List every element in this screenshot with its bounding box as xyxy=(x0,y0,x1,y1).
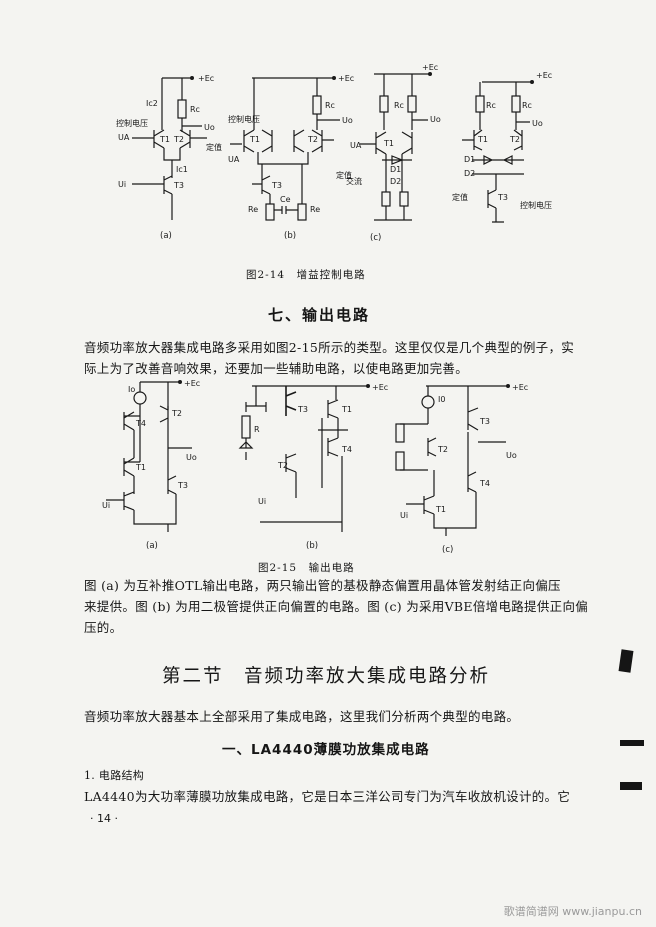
circuit-b: +Ec Rc Uo 控制电压 UA T1 T2 定值 T3 Re Re Ce (… xyxy=(228,74,354,241)
svg-text:T1: T1 xyxy=(383,139,394,148)
svg-text:T3: T3 xyxy=(497,193,508,202)
svg-text:Re: Re xyxy=(310,205,320,214)
svg-text:T1: T1 xyxy=(477,135,488,144)
svg-text:T4: T4 xyxy=(341,445,352,454)
svg-text:Uo: Uo xyxy=(532,119,543,128)
svg-text:(a): (a) xyxy=(160,231,172,241)
svg-text:+Ec: +Ec xyxy=(338,74,354,83)
svg-text:(b): (b) xyxy=(306,541,318,551)
item-1-label: 1. 电路结构 xyxy=(84,769,145,782)
svg-text:Uo: Uo xyxy=(506,451,517,460)
svg-text:定值: 定值 xyxy=(206,142,222,152)
svg-text:Uo: Uo xyxy=(186,453,197,462)
svg-text:Rc: Rc xyxy=(325,101,335,110)
svg-text:+Ec: +Ec xyxy=(512,383,528,392)
svg-text:定值: 定值 xyxy=(336,170,352,180)
svg-text:控制电压: 控制电压 xyxy=(520,200,552,210)
figure-2-15-diagram: +Ec Io T4 T2 T1 Uo T3 Ui (a) +Ec T3 R T1… xyxy=(102,379,528,555)
circuit-15-b: +Ec T3 R T1 T4 T2 Ui (b) xyxy=(238,383,388,551)
svg-text:T3: T3 xyxy=(177,481,188,490)
svg-text:(a): (a) xyxy=(146,541,158,551)
circuit-d: +Ec Rc Rc Uo T1 T2 D1 D2 T3 定值 控制电压 xyxy=(452,71,552,223)
svg-text:T1: T1 xyxy=(341,405,352,414)
label-ec-a: +Ec xyxy=(198,74,214,83)
subsection-one-heading: 一、LA4440薄膜功放集成电路 xyxy=(222,742,430,758)
svg-text:T1: T1 xyxy=(159,135,170,144)
svg-text:I0: I0 xyxy=(438,395,445,404)
section-two-heading: 第二节 音频功率放大集成电路分析 xyxy=(162,666,491,687)
svg-text:Uo: Uo xyxy=(204,123,215,132)
svg-text:Io: Io xyxy=(128,385,135,394)
svg-text:T2: T2 xyxy=(171,409,182,418)
svg-text:+Ec: +Ec xyxy=(422,63,438,72)
svg-text:Rc: Rc xyxy=(190,105,200,114)
svg-text:Ic2: Ic2 xyxy=(146,99,158,108)
svg-text:D2: D2 xyxy=(464,169,475,178)
page-number: · 14 · xyxy=(90,812,118,825)
svg-text:T2: T2 xyxy=(173,135,184,144)
svg-text:D2: D2 xyxy=(390,177,401,186)
svg-text:UA: UA xyxy=(118,133,130,142)
svg-text:T4: T4 xyxy=(479,479,490,488)
figure-2-14-diagram: +Ec Rc Ic2 Uo 控制电压 UA T1 T2 定值 Ic1 T3 Ui… xyxy=(116,63,552,243)
svg-text:T1: T1 xyxy=(435,505,446,514)
svg-text:Re: Re xyxy=(248,205,258,214)
svg-text:(b): (b) xyxy=(284,231,296,241)
svg-text:+Ec: +Ec xyxy=(184,379,200,388)
svg-text:定值: 定值 xyxy=(452,192,468,202)
svg-text:UA: UA xyxy=(350,141,362,150)
svg-text:Uo: Uo xyxy=(430,115,441,124)
svg-text:D1: D1 xyxy=(390,165,401,174)
section-seven-heading: 七、输出电路 xyxy=(268,306,371,324)
svg-text:Ui: Ui xyxy=(102,501,110,510)
circuit-15-c: +Ec I0 T3 T2 T4 Uo Ui T1 (c) xyxy=(395,383,528,555)
svg-text:+Ec: +Ec xyxy=(372,383,388,392)
svg-text:T1: T1 xyxy=(135,463,146,472)
paragraph-4-line-1: LA4440为大功率薄膜功放集成电路，它是日本三洋公司专门为汽车收放机设计的。它 xyxy=(84,789,571,804)
svg-text:T2: T2 xyxy=(277,461,288,470)
svg-text:交流: 交流 xyxy=(346,176,362,186)
paragraph-1-line-1: 音频功率放大器集成电路多采用如图2-15所示的类型。这里仅仅是几个典型的例子，实 xyxy=(84,340,575,355)
paragraph-2-line-2: 来提供。图 (b) 为用二极管提供正向偏置的电路。图 (c) 为采用VBE倍增电… xyxy=(84,599,589,614)
svg-text:Ui: Ui xyxy=(118,180,126,189)
svg-text:控制电压: 控制电压 xyxy=(228,114,260,124)
svg-text:UA: UA xyxy=(228,155,240,164)
svg-text:T2: T2 xyxy=(307,135,318,144)
svg-text:T1: T1 xyxy=(249,135,260,144)
svg-text:T3: T3 xyxy=(479,417,490,426)
paragraph-1-line-2: 际上为了改善音响效果，还要加一些辅助电路，以使电路更加完善。 xyxy=(84,361,469,376)
svg-text:(c): (c) xyxy=(442,545,453,555)
svg-text:+Ec: +Ec xyxy=(536,71,552,80)
svg-text:T3: T3 xyxy=(173,181,184,190)
figure-2-14-caption: 图2-14 增益控制电路 xyxy=(246,269,366,281)
svg-text:Ce: Ce xyxy=(280,195,291,204)
svg-text:控制电压: 控制电压 xyxy=(116,118,148,128)
paragraph-3-line-1: 音频功率放大器基本上全部采用了集成电路，这里我们分析两个典型的电路。 xyxy=(84,709,520,724)
svg-text:T2: T2 xyxy=(437,445,448,454)
svg-text:Ui: Ui xyxy=(400,511,408,520)
svg-text:T3: T3 xyxy=(271,181,282,190)
svg-text:Rc: Rc xyxy=(394,101,404,110)
watermark: 歌谱简谱网 www.jianpu.cn xyxy=(503,905,642,918)
svg-text:T2: T2 xyxy=(509,135,520,144)
svg-text:Rc: Rc xyxy=(486,101,496,110)
edge-mark-1 xyxy=(618,649,634,673)
circuit-15-a: +Ec Io T4 T2 T1 Uo T3 Ui (a) xyxy=(102,379,200,551)
svg-text:Ui: Ui xyxy=(258,497,266,506)
svg-text:T3: T3 xyxy=(297,405,308,414)
circuit-c: +Ec Rc Uo UA T1 D1 D2 交流 (c) xyxy=(346,63,441,243)
edge-mark-2 xyxy=(620,740,644,746)
svg-text:Uo: Uo xyxy=(342,116,353,125)
edge-mark-3 xyxy=(620,782,642,790)
svg-text:(c): (c) xyxy=(370,233,381,243)
svg-text:Rc: Rc xyxy=(522,101,532,110)
figure-2-15-caption: 图2-15 输出电路 xyxy=(258,562,355,574)
svg-text:Ic1: Ic1 xyxy=(176,165,188,174)
svg-text:D1: D1 xyxy=(464,155,475,164)
paragraph-2-line-3: 压的。 xyxy=(84,620,123,635)
circuit-a: +Ec Rc Ic2 Uo 控制电压 UA T1 T2 定值 Ic1 T3 Ui… xyxy=(116,74,222,241)
svg-text:R: R xyxy=(254,425,260,434)
paragraph-2-line-1: 图 (a) 为互补推OTL输出电路，两只输出管的基极静态偏置用晶体管发射结正向偏… xyxy=(84,578,561,593)
